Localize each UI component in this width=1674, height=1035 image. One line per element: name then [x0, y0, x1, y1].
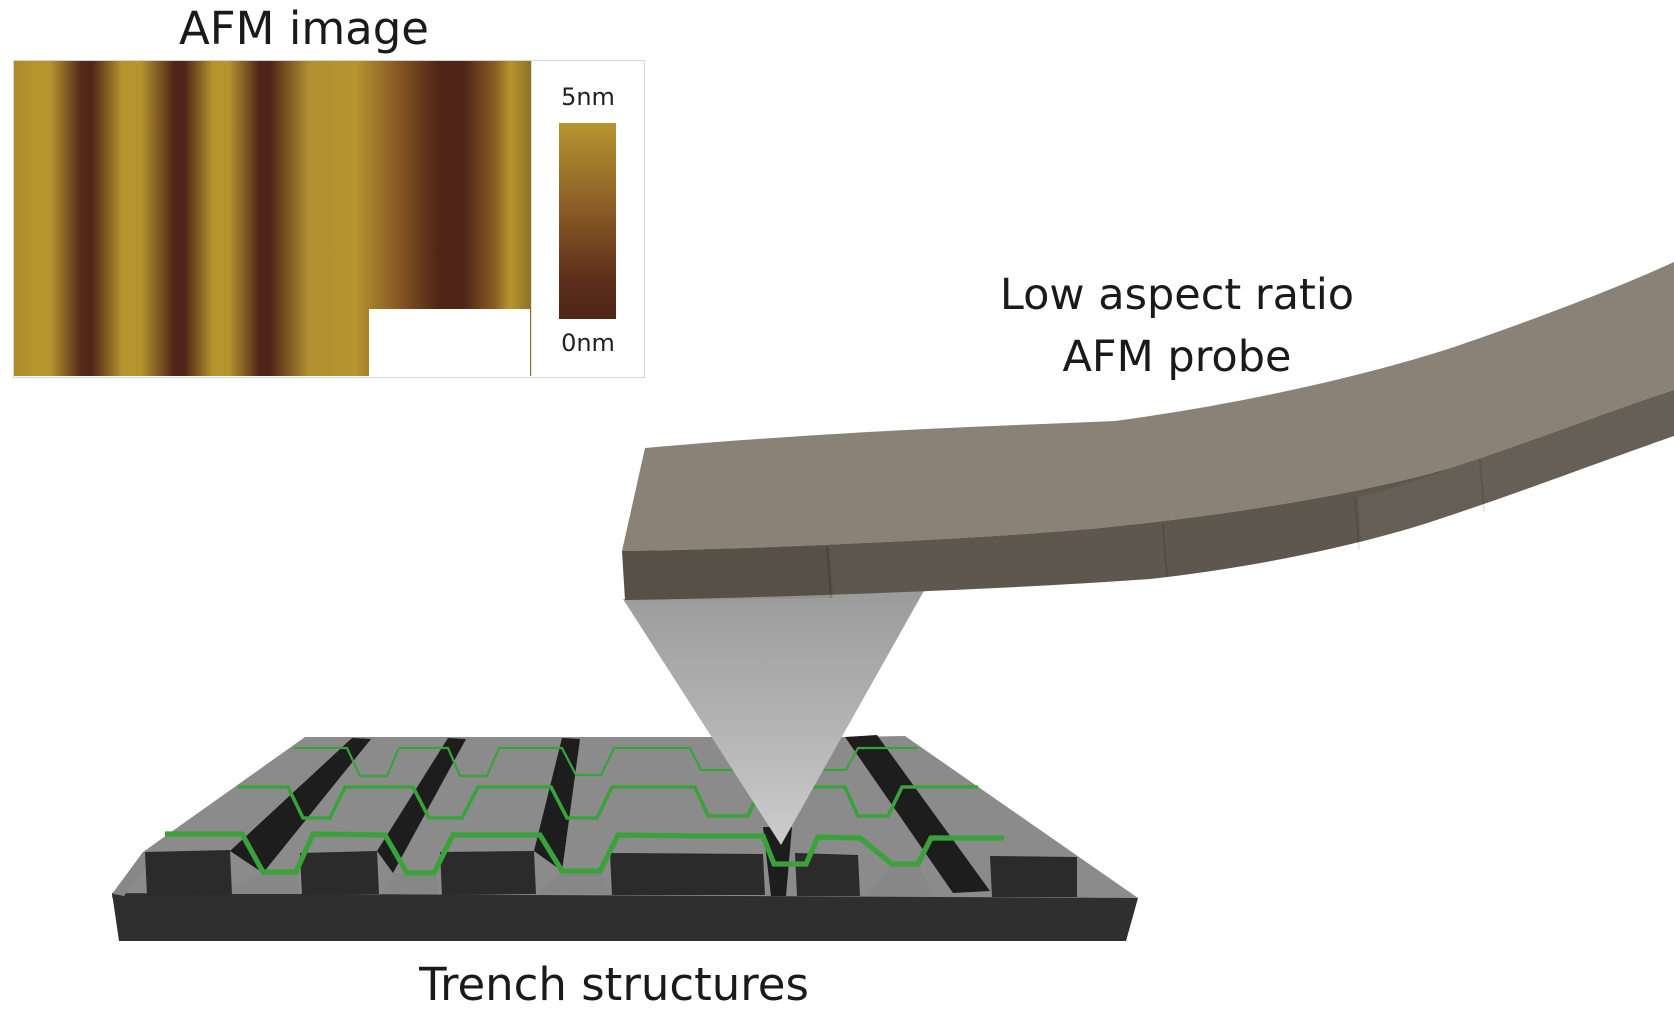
afm-image-title: AFM image	[179, 2, 429, 55]
probe-label-line1: Low aspect ratio	[999, 270, 1355, 320]
ridge-front-face-5	[795, 853, 860, 896]
cantilever-front-shade-right	[1358, 390, 1674, 541]
base-slab	[112, 893, 1138, 941]
ridge-front-face-2	[300, 851, 379, 895]
cantilever-seam-3	[1354, 496, 1360, 550]
scan-line-front	[165, 831, 1004, 876]
trench-floor-3	[537, 871, 612, 894]
trench-wall-4	[845, 735, 990, 893]
ridge-front-face-4	[610, 853, 765, 895]
colorbar-max-label: 5nm	[561, 83, 615, 111]
cantilever-beam	[622, 262, 1674, 600]
ridge-front-face-6	[990, 856, 1077, 897]
afm-image-panel: 5nm 0nm	[13, 60, 645, 378]
trench-floor-left	[113, 852, 154, 896]
cantilever-front-shade-left	[622, 546, 833, 600]
height-colorbar	[559, 123, 616, 319]
trench-structure	[112, 735, 1138, 941]
probe-label-line2: AFM probe	[1062, 332, 1292, 382]
colorbar-min-label: 0nm	[561, 329, 615, 357]
trench-structures-label: Trench structures	[419, 958, 809, 1011]
cantilever-front-face	[622, 390, 1674, 600]
probe-tip-cone	[623, 589, 925, 845]
trench-floor-4	[868, 864, 933, 896]
cantilever-seam-2	[1162, 523, 1168, 578]
trench-floor-1	[218, 873, 298, 894]
cantilever-top-face	[622, 262, 1674, 551]
scan-line-middle	[238, 785, 978, 820]
afm-image-cutout	[369, 309, 530, 376]
ridge-front-face-3	[440, 851, 536, 895]
cantilever-seam-4	[1479, 458, 1485, 513]
trench-floor-2	[381, 873, 438, 894]
cantilever-seam-1	[826, 546, 832, 599]
trench-wall-1	[230, 738, 371, 873]
ridge-front-face-1	[145, 850, 232, 896]
probe-label: Low aspect ratio AFM probe	[927, 264, 1427, 388]
trench-wall-3	[534, 738, 580, 871]
